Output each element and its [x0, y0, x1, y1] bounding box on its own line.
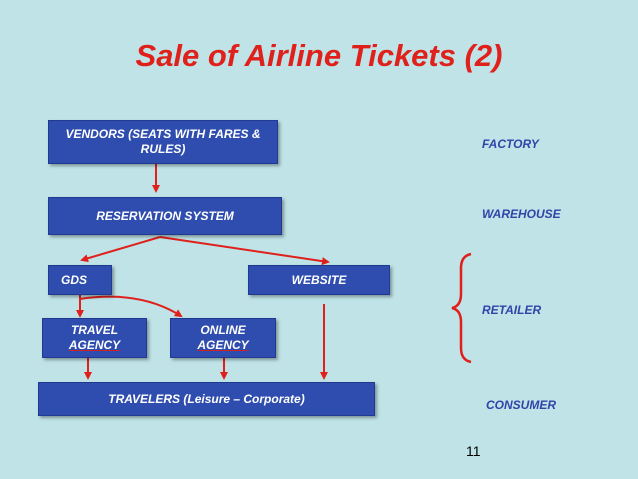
- arrow-gds-to-online-agency: [79, 295, 183, 318]
- travel-agency-box: TRAVEL AGENCY: [42, 318, 147, 358]
- page-number: 11: [466, 443, 481, 459]
- arrow-reservation-to-website: [159, 236, 330, 266]
- arrow-reservation-to-gds: [80, 236, 161, 263]
- slide-title: Sale of Airline Tickets (2): [135, 38, 503, 73]
- vendors-label: VENDORS (SEATS WITH FARES & RULES): [65, 127, 261, 156]
- online-agency-label-line1: ONLINE: [200, 323, 246, 337]
- travelers-box: TRAVELERS (Leisure – Corporate): [38, 382, 375, 416]
- online-agency-label-line2: AGENCY: [197, 338, 249, 352]
- website-label: WEBSITE: [291, 272, 347, 287]
- travelers-label: TRAVELERS (Leisure – Corporate): [108, 391, 305, 406]
- reservation-system-label: RESERVATION SYSTEM: [96, 208, 234, 223]
- online-agency-box: ONLINE AGENCY: [170, 318, 276, 358]
- retailer-label: RETAILER: [482, 303, 542, 317]
- consumer-label: CONSUMER: [486, 398, 557, 412]
- reservation-system-box: RESERVATION SYSTEM: [48, 197, 282, 235]
- retailer-brace: [451, 252, 472, 364]
- vendors-box: VENDORS (SEATS WITH FARES & RULES): [48, 120, 278, 164]
- travel-agency-label-line1: TRAVEL: [70, 323, 119, 337]
- gds-box: GDS: [48, 265, 112, 295]
- warehouse-label: WAREHOUSE: [482, 207, 561, 221]
- factory-label: FACTORY: [482, 137, 539, 151]
- website-box: WEBSITE: [248, 265, 390, 295]
- gds-label: GDS: [61, 272, 88, 287]
- travel-agency-label-line2: AGENCY: [68, 338, 121, 352]
